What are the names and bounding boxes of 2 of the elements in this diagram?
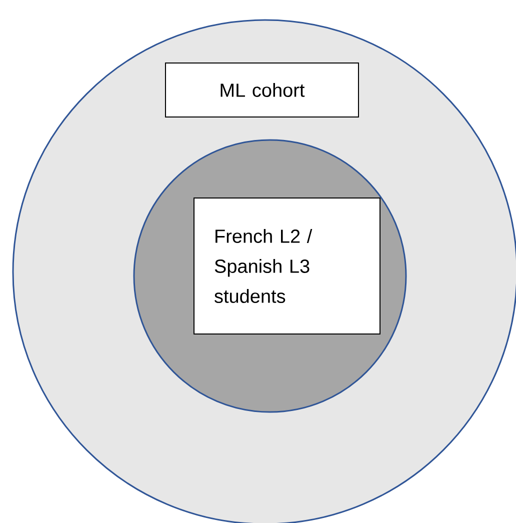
text-box: French L2 / Spanish L3 students bbox=[194, 198, 380, 334]
text-box: ML cohort bbox=[165, 62, 359, 118]
